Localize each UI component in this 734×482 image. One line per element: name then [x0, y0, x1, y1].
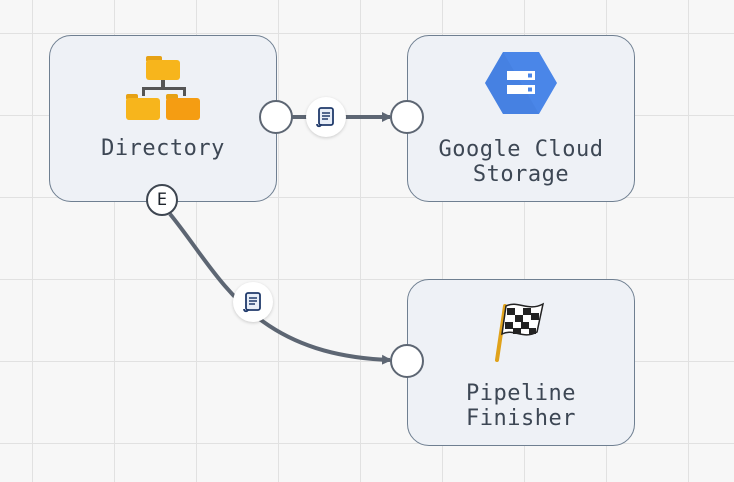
gcs-input-port[interactable]	[390, 100, 424, 134]
folder-tree-icon	[50, 50, 276, 122]
pipeline-finisher-node[interactable]: Pipeline Finisher	[407, 279, 635, 446]
edge-badge-directory-finisher[interactable]	[233, 282, 273, 322]
directory-error-port[interactable]: E	[146, 184, 178, 216]
directory-output-port[interactable]	[259, 100, 293, 134]
finisher-input-port[interactable]	[390, 344, 424, 378]
edge-badge-directory-gcs[interactable]	[306, 97, 346, 137]
scroll-document-icon	[243, 292, 261, 313]
directory-node[interactable]: Directory	[49, 35, 277, 202]
google-cloud-storage-icon	[408, 50, 634, 116]
finisher-label: Pipeline Finisher	[466, 381, 576, 431]
scroll-document-icon	[316, 107, 334, 128]
directory-label: Directory	[101, 136, 225, 161]
checkered-flag-icon	[408, 300, 634, 364]
edge-directory-to-finisher[interactable]	[168, 212, 392, 365]
gcs-node[interactable]: Google Cloud Storage	[407, 35, 635, 202]
gcs-label: Google Cloud Storage	[438, 137, 604, 187]
error-port-label: E	[156, 190, 168, 210]
